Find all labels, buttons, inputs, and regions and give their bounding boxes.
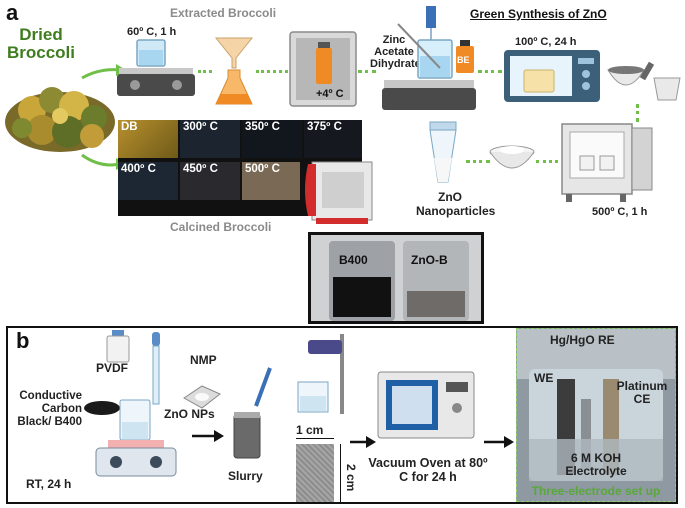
dried-broccoli-image: [5, 87, 115, 152]
width-dimension-line: [296, 438, 334, 439]
pvdf-label: PVDF: [96, 361, 129, 375]
arrow-to-slurry: [192, 430, 224, 442]
funnel-flask-icon: [214, 37, 254, 105]
be-bottle-icon: [456, 40, 474, 73]
microwave-icon: [504, 50, 600, 102]
tile-400: 400º C: [118, 162, 178, 200]
mixing-stirrer-icon: [95, 399, 177, 477]
hotplate-icon: [117, 39, 195, 96]
tile-375: 375º C: [304, 120, 362, 158]
extracted-broccoli-title: Extracted Broccoli: [170, 6, 277, 20]
width-label: 1 cm: [296, 423, 324, 437]
arrow-to-oven: [350, 436, 376, 448]
pvdf-bottle-icon: [106, 330, 130, 363]
nmp-label: NMP: [190, 353, 217, 367]
furnace-icon: [561, 123, 653, 202]
dried-broccoli-label: Dried Broccoli: [6, 25, 76, 62]
zno-nps-label: ZnO NPs: [164, 407, 215, 421]
tile-db: DB: [118, 120, 178, 158]
zno-weighboat-icon: [183, 385, 221, 409]
tile-450: 450º C: [180, 162, 240, 200]
green-synthesis-title: Green Synthesis of ZnO: [470, 7, 607, 21]
hotplate-condition-label: 60º C, 1 h: [127, 26, 177, 38]
electrolyte-label: 6 M KOH Electrolyte: [565, 451, 627, 478]
zno-b-vial-label: ZnO-B: [411, 253, 448, 267]
setup-label: Three-electrode set up: [531, 484, 661, 498]
b400-vial-label: B400: [339, 253, 368, 267]
vacuum-oven-label: Vacuum Oven at 80º C for 24 h: [368, 456, 488, 484]
fridge-icon: [289, 31, 357, 107]
height-dimension-line: [340, 444, 341, 502]
rt-label: RT, 24 h: [26, 477, 72, 491]
tile-500: 500º C: [242, 162, 300, 200]
zno-tube-icon: [429, 121, 457, 183]
panel-b-label: b: [16, 328, 30, 353]
coating-apparatus-icon: [297, 334, 344, 414]
carbon-black-label: Conductive Carbon Black/ B400: [17, 390, 82, 428]
powder-bowl-icon: [489, 145, 535, 169]
tile-350: 350º C: [242, 120, 302, 158]
calcination-furnace-icon: [305, 161, 373, 224]
stirrer-icon: [382, 6, 476, 110]
ce-label: Platinum CE: [616, 379, 668, 406]
pipette-icon: [152, 332, 160, 405]
fridge-temp-label: +4º C: [316, 88, 344, 100]
three-electrode-photo: [516, 328, 676, 502]
electrode-sheet: [296, 444, 334, 502]
zno-nanoparticles-label: ZnO Nanoparticles: [416, 190, 496, 218]
panel-a-label: a: [6, 0, 19, 25]
be-label: BE: [457, 55, 470, 65]
tile-300: 300º C: [180, 120, 240, 158]
slurry-vial-icon: [233, 367, 272, 459]
furnace-condition-label: 500º C, 1 h: [592, 206, 648, 218]
re-label: Hg/HgO RE: [550, 333, 615, 347]
we-label: WE: [534, 371, 554, 385]
vials-photo: B400 ZnO-B: [308, 232, 484, 324]
carbon-pile-icon: [84, 401, 120, 415]
slurry-label: Slurry: [228, 469, 263, 483]
panel-b-frame: [6, 326, 678, 504]
microwave-condition-label: 100º C, 24 h: [515, 36, 577, 48]
arrow-to-cell: [484, 436, 514, 448]
vacuum-oven-icon: [377, 371, 475, 439]
height-label: 2 cm: [344, 464, 358, 492]
calcined-broccoli-title: Calcined Broccoli: [170, 220, 272, 234]
mortar-pestle-icon: [607, 61, 681, 101]
zinc-acetate-label: Zinc Acetate Dihydrate: [370, 34, 421, 70]
